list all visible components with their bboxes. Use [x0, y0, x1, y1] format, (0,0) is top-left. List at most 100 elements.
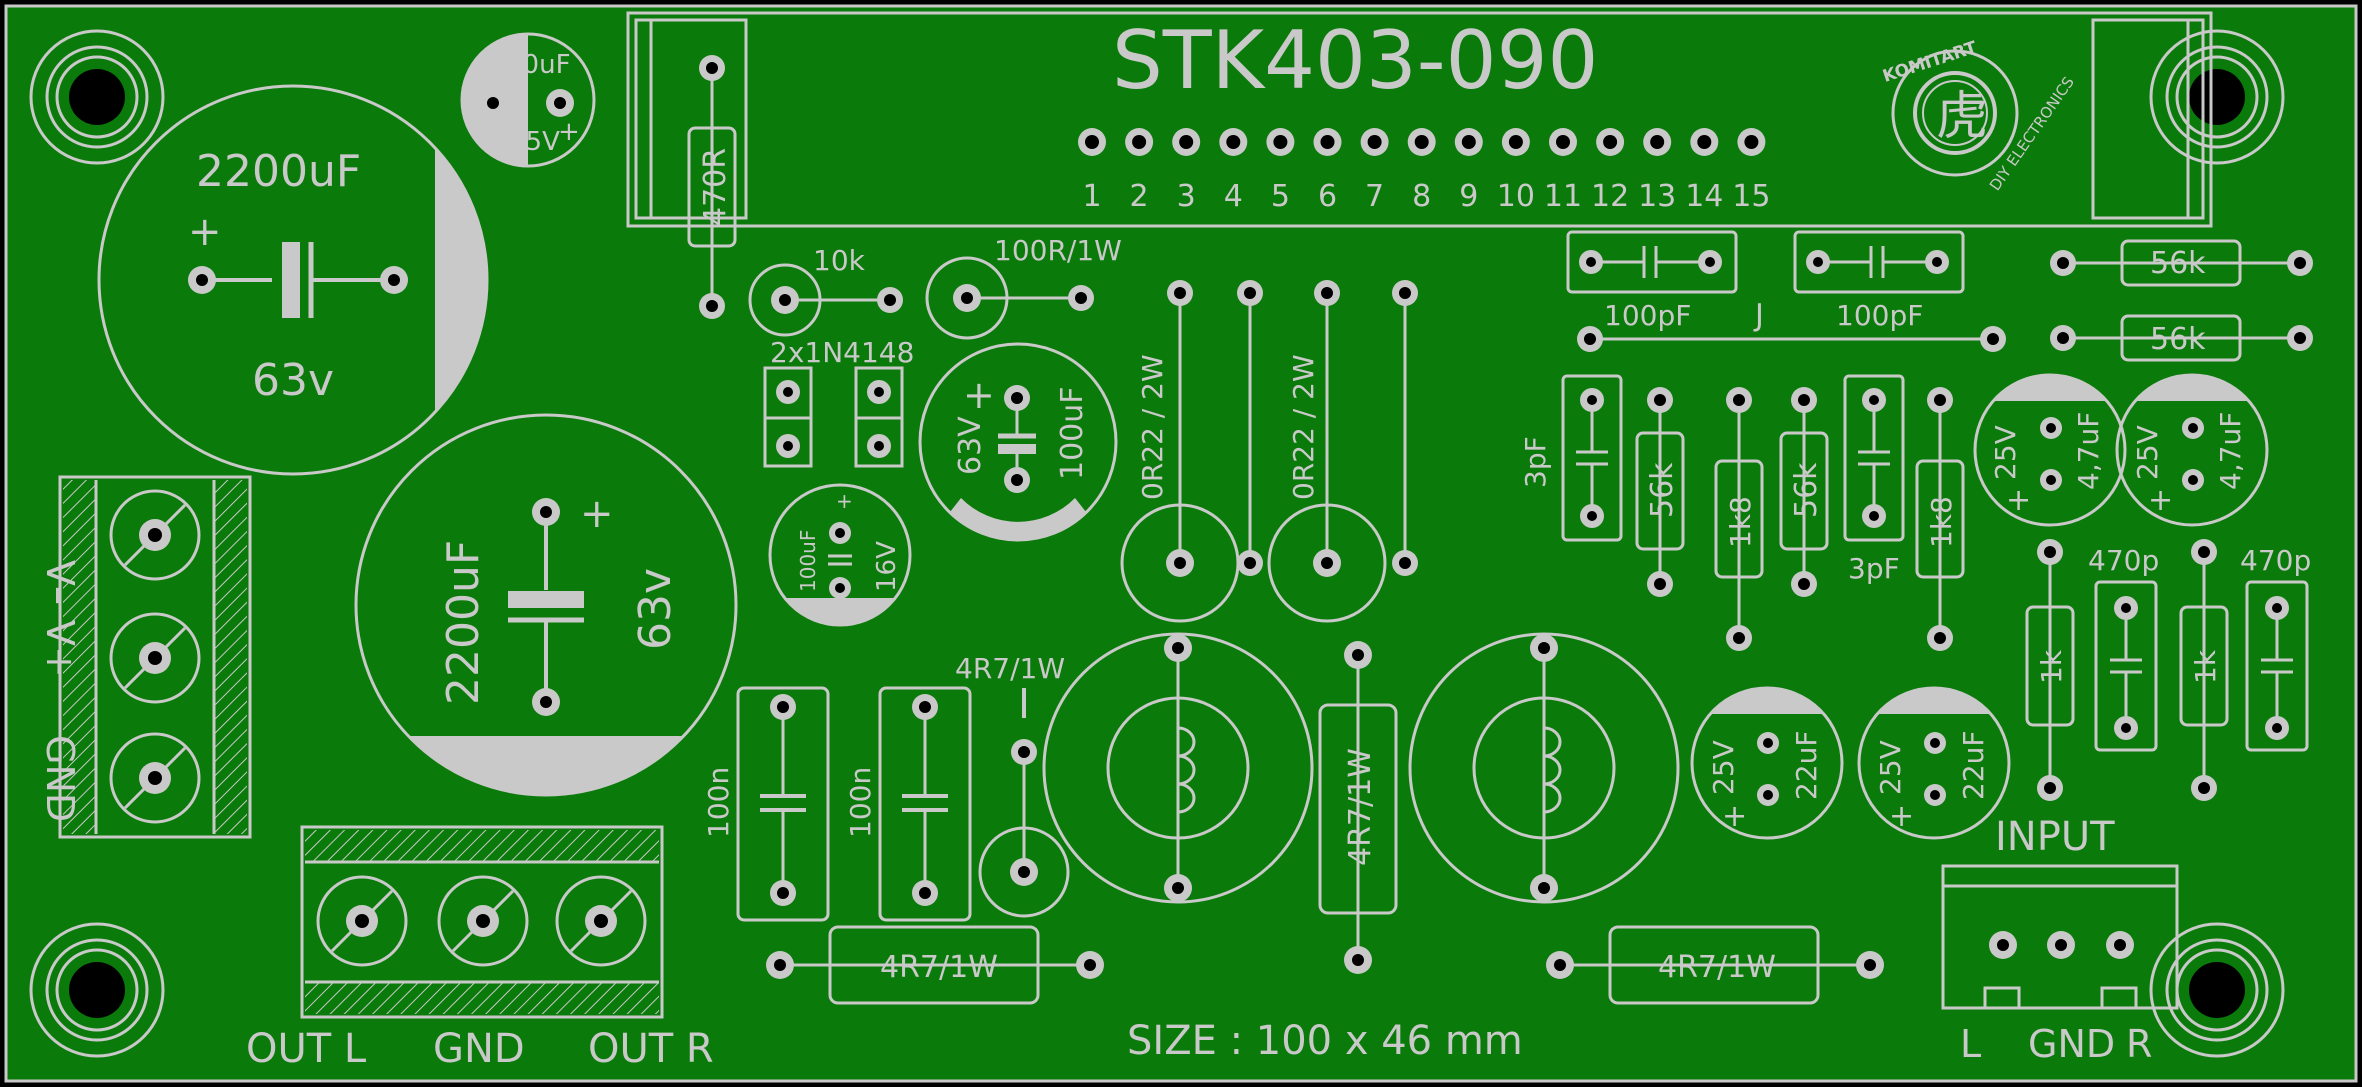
label-56k-d: 56k: [1789, 462, 1824, 518]
label-56k-c: 56k: [1645, 462, 1680, 518]
label-2200uf-top: 2200uF: [196, 146, 361, 197]
label-10k: 10k: [813, 244, 866, 277]
power-pin-2: [109, 612, 201, 704]
label-1k-a: 1k: [2035, 649, 2068, 684]
label-4-7uf-a-voltage: 25V: [1989, 425, 2022, 480]
label-3pf-b: 3pF: [1848, 552, 1900, 585]
stk-pin-14: [1690, 128, 1719, 156]
input-pin-3: [2106, 931, 2134, 959]
stk-title: STK403-090: [1112, 14, 1598, 107]
stk-pin-number: 1: [1082, 179, 1101, 214]
resistor-1k-a: [2025, 539, 2075, 801]
label-100pf-a: 100pF: [1604, 299, 1691, 332]
label-470p-a: 470p: [2088, 544, 2159, 577]
label-in-r: R: [2126, 1022, 2152, 1066]
label-2200uf-bottom: 2200uF: [438, 540, 489, 705]
stk-pin-10: [1501, 128, 1530, 156]
cap-100pf-b: [1793, 230, 1965, 294]
input-connector-pins: [1989, 931, 2134, 959]
label-100uf-16v: 100uF: [796, 530, 820, 592]
output-pin-1: [316, 875, 408, 967]
cap-4-7uf-a: [1973, 373, 2127, 527]
stk-pin-number: 9: [1459, 179, 1478, 214]
resistor-56k-d: [1779, 387, 1829, 597]
stk-module-outline: [626, 11, 2213, 228]
stk-pin-number: 11: [1544, 179, 1582, 214]
label-56k-b: 56k: [2150, 322, 2206, 357]
mounting-hole-bottom-left: [29, 922, 165, 1058]
label-4-7uf-a-plus: +: [2006, 483, 2031, 518]
stk-pin-8: [1407, 128, 1436, 156]
label-0r22-a: 0R22 / 2W: [1136, 354, 1169, 500]
cap-10uf: [460, 32, 596, 168]
resistor-1k8-a: [1714, 387, 1764, 651]
resistor-1k8-b: [1915, 387, 1965, 651]
stk-pin-number: 13: [1638, 179, 1676, 214]
cap-2200uf-bottom: [354, 413, 738, 797]
label-power-vplus: V+: [38, 620, 82, 678]
output-pin-2: [437, 875, 529, 967]
stk-pin-1: [1078, 128, 1106, 156]
resistor-4r7-d: [1546, 925, 1884, 1005]
input-pin-1: [1989, 931, 2017, 959]
output-pin-3: [555, 875, 647, 967]
stk-pin-9: [1454, 128, 1483, 156]
stk-pin-number: 5: [1271, 179, 1290, 214]
label-22uf-a-voltage: 25V: [1707, 740, 1740, 795]
mounting-hole-top-left: [29, 29, 165, 165]
label-4-7uf-b-plus: +: [2148, 483, 2173, 518]
resistor-4r7-a: [978, 688, 1070, 918]
label-2200uf-bottom-voltage: 63v: [630, 568, 681, 650]
board-size-text: SIZE : 100 x 46 mm: [1127, 1018, 1523, 1064]
label-22uf-b-voltage: 25V: [1874, 740, 1907, 795]
stk-pin-12: [1596, 128, 1625, 156]
input-connector: [1941, 864, 2179, 1010]
inductor-right: [1408, 632, 1680, 904]
label-22uf-a-plus: +: [1722, 799, 1747, 834]
label-100n-a: 100n: [702, 767, 735, 838]
stk-pin-number: 3: [1177, 179, 1196, 214]
power-terminal-pins: [109, 489, 201, 824]
diode-2: [854, 366, 904, 468]
cap-100pf-a: [1566, 230, 1738, 294]
label-0r22-b: 0R22 / 2W: [1287, 354, 1320, 500]
label-2200uf-top-plus: +: [188, 209, 222, 255]
stk-pin-11: [1549, 128, 1577, 156]
cap-100uf-16v: [768, 483, 912, 627]
stk-pin-number: 6: [1318, 179, 1337, 214]
stk-pin-number: 7: [1365, 179, 1384, 214]
label-100uf-63v-plus: +: [963, 373, 995, 417]
label-4r7-d: 4R7/1W: [1658, 950, 1776, 985]
resistor-56k-b: [2050, 314, 2313, 362]
label-1n4148: 2x1N4148: [770, 336, 914, 369]
label-in-gnd: GND: [2028, 1022, 2115, 1066]
cap-4-7uf-b: [2115, 373, 2269, 527]
label-3pf-a: 3pF: [1519, 436, 1552, 488]
resistor-4r7-b: [1318, 641, 1398, 974]
jumper-j: [1577, 326, 2006, 352]
diode-1: [763, 366, 813, 468]
stk-pin-number: 10: [1497, 179, 1535, 214]
label-4r7-b: 4R7/1W: [1343, 748, 1378, 866]
cap-100n-b: [878, 686, 972, 922]
cap-3pf-a: [1561, 374, 1623, 542]
power-pin-1: [109, 489, 201, 581]
label-22uf-b: 22uF: [1957, 731, 1990, 800]
cap-22uf-b: [1857, 686, 2011, 840]
label-4r7-a: 4R7/1W: [955, 652, 1065, 685]
cap-100n-a: [736, 686, 830, 922]
label-1k8-a: 1k8: [1724, 496, 1757, 548]
label-out-gnd: GND: [433, 1026, 525, 1072]
stk-pin-5: [1266, 128, 1295, 156]
stk-pin-15: [1737, 128, 1766, 156]
resistor-100r-1w: [925, 256, 1094, 340]
label-jumper: J: [1753, 298, 1764, 333]
label-out-l: OUT L: [246, 1026, 367, 1072]
label-1k-b: 1k: [2189, 649, 2222, 684]
stk-pin-number: 4: [1224, 179, 1243, 214]
label-100r-1w: 100R/1W: [994, 234, 1122, 267]
logo-char: 虎: [1936, 87, 1988, 147]
stk-pin-number: 2: [1130, 179, 1149, 214]
cap-470p-b: [2245, 580, 2309, 752]
